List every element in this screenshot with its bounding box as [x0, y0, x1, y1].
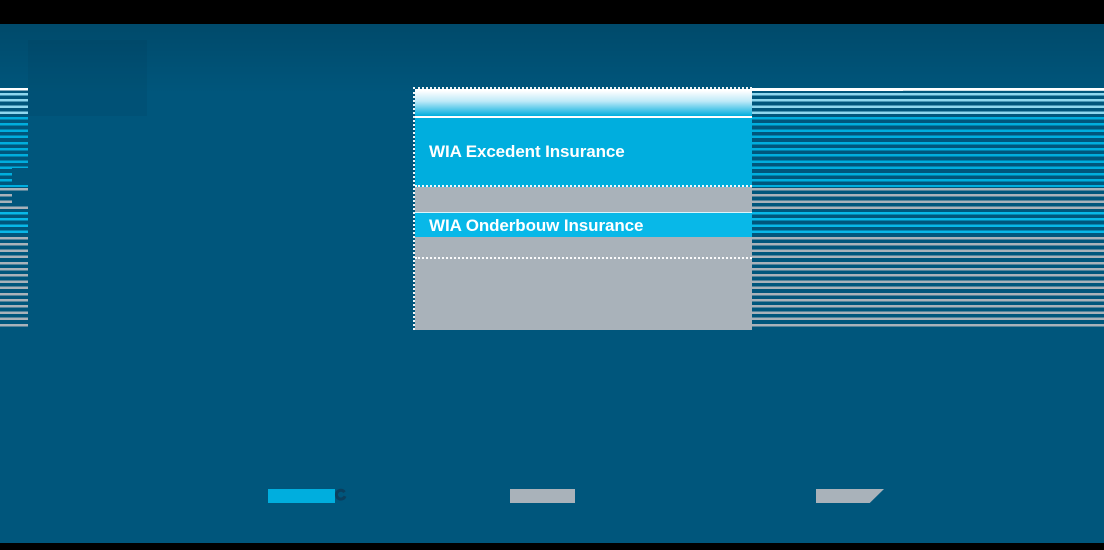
legend-chip-gray-2	[816, 489, 884, 503]
streak-notch	[12, 193, 28, 205]
streak-trail-white	[752, 88, 903, 91]
streak-segment-pale-cyan	[752, 93, 1104, 117]
upper-gray-band	[415, 187, 752, 212]
legend-chip-cyan	[268, 489, 335, 503]
motion-streaks-right	[752, 87, 1104, 330]
onderbouw-band: WIA Onderbouw Insurance	[415, 212, 752, 237]
streak-trail-gap	[904, 289, 1104, 292]
streak-segment-cyan-bright	[752, 212, 1104, 236]
letter-fragment-curl	[335, 488, 347, 501]
streak-segment-gray-lower	[0, 237, 28, 330]
motion-streaks-left	[0, 87, 28, 330]
gradient-band	[415, 89, 752, 118]
legend-chip-gray-1	[510, 489, 575, 503]
lower-gray-band	[415, 259, 752, 330]
insurance-layers-box: WIA Excedent Insurance WIA Onderbouw Ins…	[413, 87, 752, 330]
streak-segment-gray-lower	[752, 237, 1104, 330]
streak-segment-white	[0, 88, 28, 92]
streak-segment-cyan	[752, 117, 1104, 187]
excedent-band: WIA Excedent Insurance	[415, 118, 752, 187]
onderbouw-band-label: WIA Onderbouw Insurance	[429, 215, 644, 235]
letterbox-bar-top	[0, 0, 1104, 24]
excedent-band-label: WIA Excedent Insurance	[429, 142, 625, 161]
streak-segment-cyan-bright	[0, 212, 28, 236]
streak-segment-pale-cyan	[0, 93, 28, 117]
letterbox-bar-bottom	[0, 543, 1104, 550]
background-shade-patch	[28, 40, 147, 116]
streak-segment-gray-upper	[752, 188, 1104, 212]
streak-notch	[12, 168, 28, 183]
middle-gray-band	[415, 237, 752, 259]
streak-trail-pale	[903, 89, 1104, 91]
